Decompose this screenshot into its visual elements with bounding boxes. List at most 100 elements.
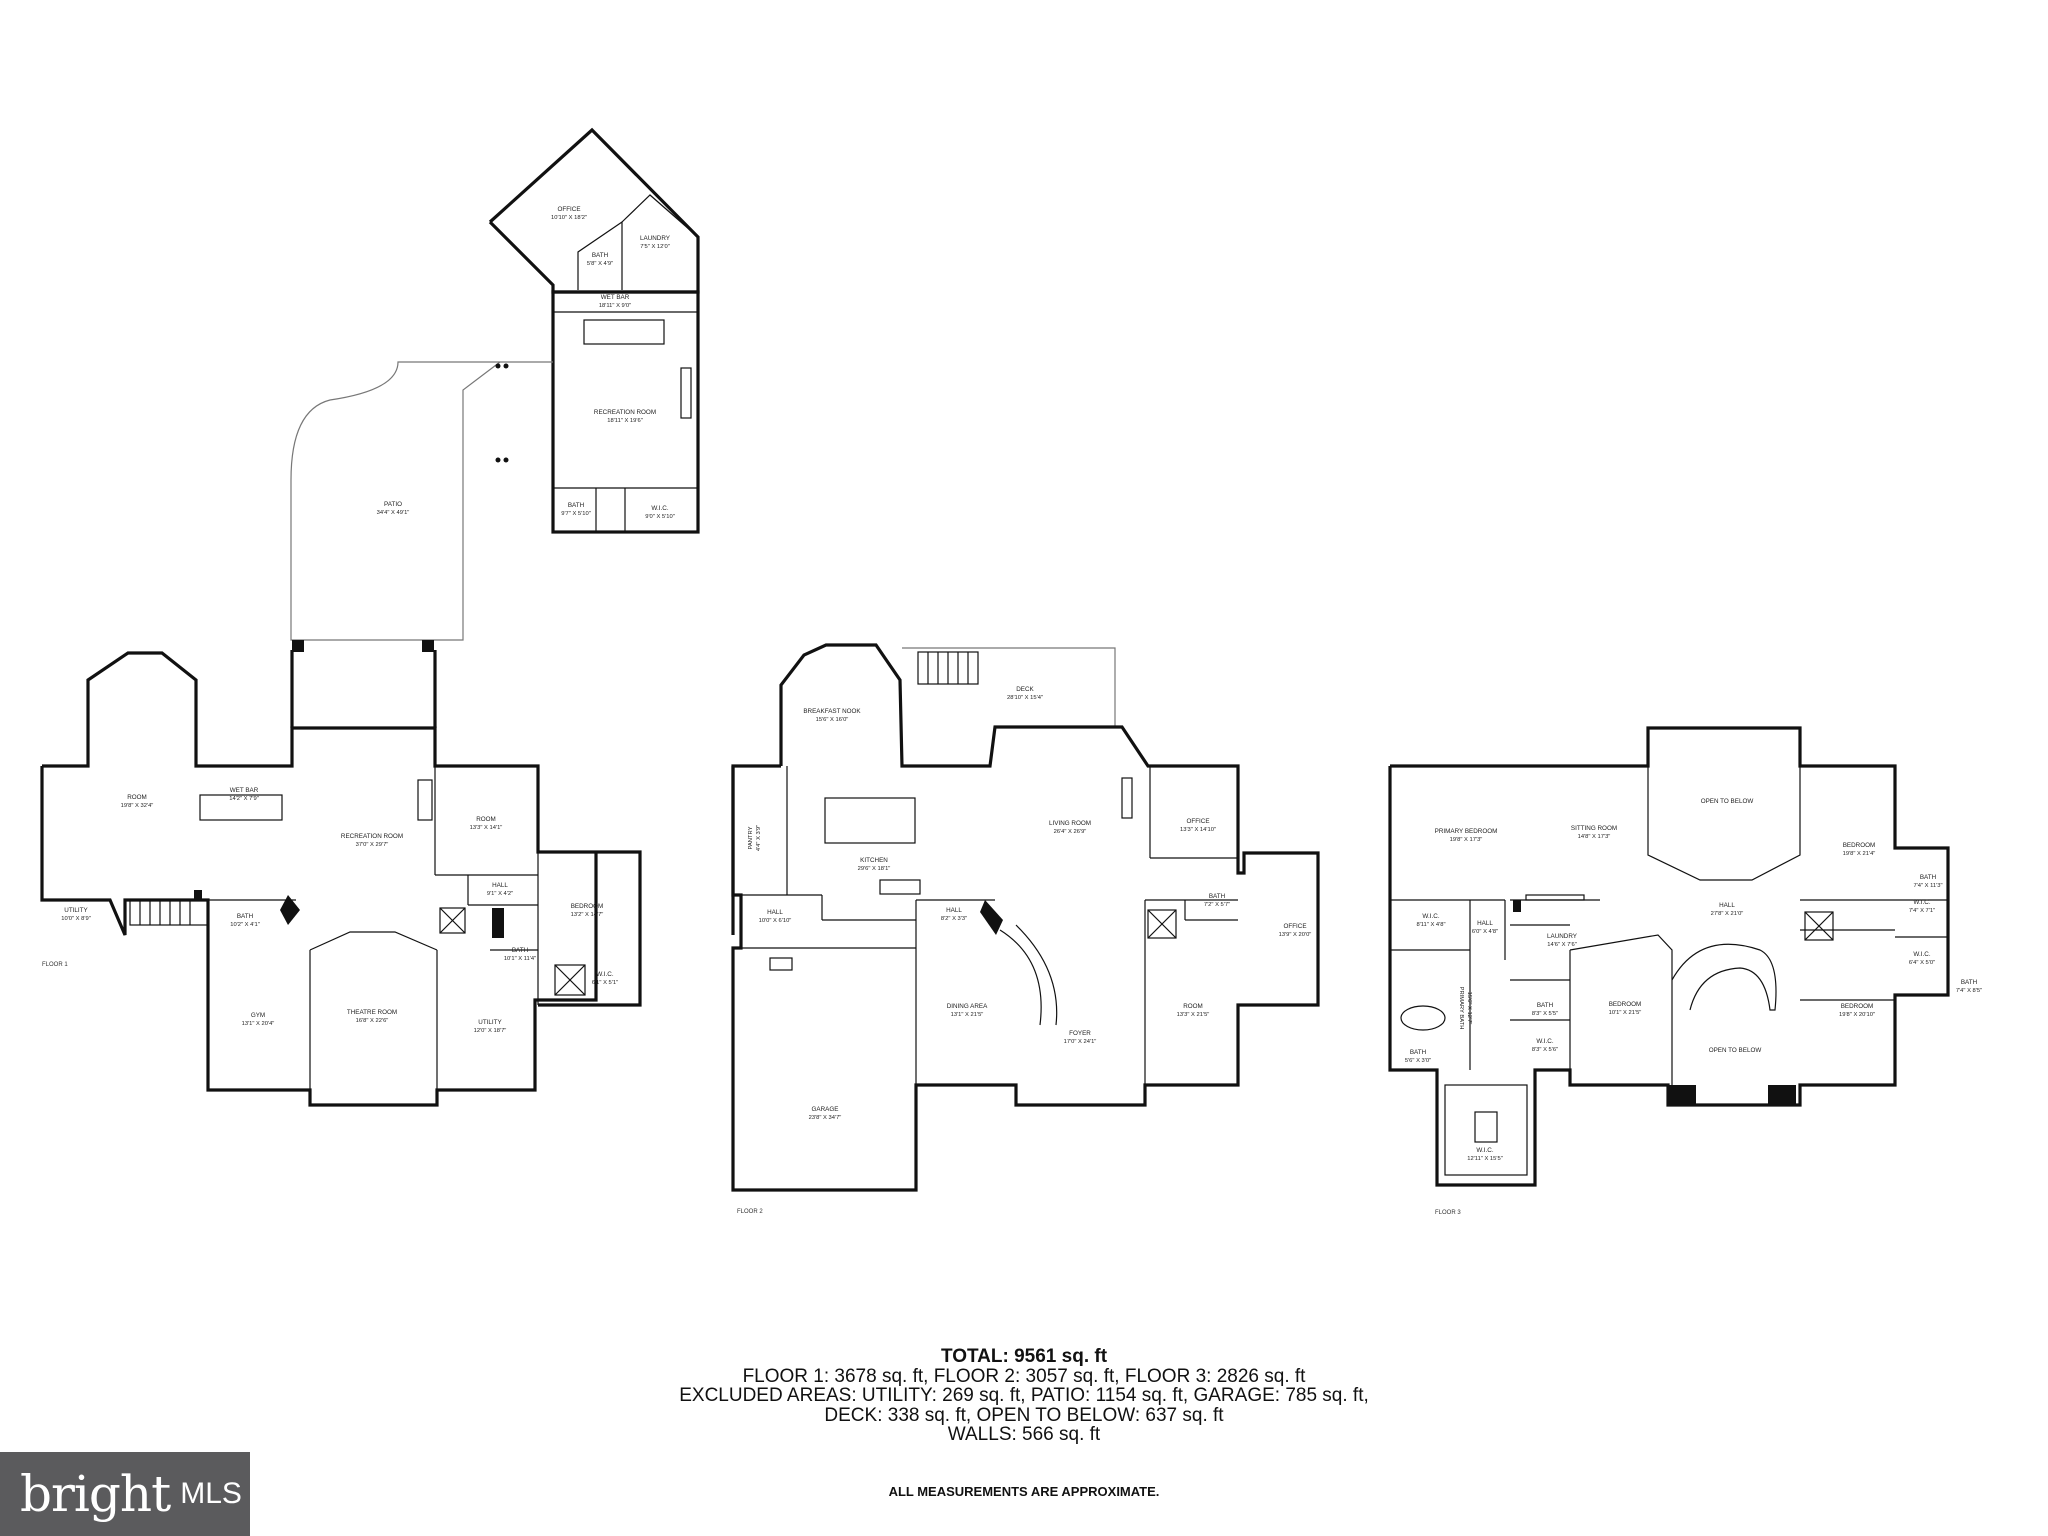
room-dims: 5'8" X 4'9" <box>587 261 613 267</box>
room-dims: 9'1" X 4'2" <box>487 891 513 897</box>
room-label: W.I.C. <box>1422 913 1439 920</box>
room-dims: 7'4" X 8'5" <box>1956 988 1982 994</box>
measurement-disclaimer: ALL MEASUREMENTS ARE APPROXIMATE. <box>888 1484 1160 1499</box>
room-dims: 7'4" X 11'3" <box>1913 883 1942 889</box>
room-dims: 14'2" X 7'9" <box>229 796 259 802</box>
room-label: BEDROOM <box>1609 1001 1642 1008</box>
room-dims: 18'11" X 9'0" <box>599 303 631 309</box>
room-label: LAUNDRY <box>1547 933 1578 940</box>
room-dims: 10'2" X 4'1" <box>230 922 260 928</box>
room-dims: 6'1" X 5'1" <box>592 980 618 986</box>
room-dims: 28'10" X 15'4" <box>1007 695 1043 701</box>
room-label: PANTRY <box>748 826 754 849</box>
room-label: BREAKFAST NOOK <box>803 708 861 715</box>
room-label: BATH <box>592 252 609 259</box>
floor-2-walls <box>731 643 1320 1192</box>
room-label: THEATRE ROOM <box>347 1009 397 1016</box>
room-label: RECREATION ROOM <box>341 833 403 840</box>
deck-outline <box>902 647 1116 727</box>
floor-3-plan: PRIMARY BEDROOM 19'8" X 17'3" SITTING RO… <box>1388 726 1982 1216</box>
room-label: WET BAR <box>230 787 259 794</box>
room-label: BATH <box>512 947 529 954</box>
room-dims: 17'0" X 24'1" <box>1064 1039 1097 1045</box>
room-dims: 13'3" X 21'5" <box>1177 1012 1210 1018</box>
room-dims: 5'6" X 3'0" <box>1405 1058 1431 1064</box>
floor-3-walls <box>1388 726 1950 1187</box>
room-dims: 23'8" X 34'7" <box>809 1115 842 1121</box>
floor-1-walls <box>40 651 642 1107</box>
room-label: BATH <box>568 502 585 509</box>
room-dims: 13'1" X 21'5" <box>951 1012 984 1018</box>
room-label: UTILITY <box>478 1019 502 1026</box>
room-dims: 9'7" X 5'10" <box>561 511 591 517</box>
room-label: BATH <box>1410 1049 1427 1056</box>
total-area: TOTAL: 9561 sq. ft <box>940 1346 1108 1367</box>
room-dims: 15'6" X 12'7" <box>1466 992 1472 1025</box>
room-label: BATH <box>1209 893 1226 900</box>
room-label: PRIMARY BATH <box>1458 987 1464 1030</box>
room-label: OFFICE <box>1283 923 1306 930</box>
room-dims: 19'8" X 21'4" <box>1843 851 1876 857</box>
room-label: LAUNDRY <box>640 235 671 242</box>
room-dims: 37'0" X 29'7" <box>356 842 389 848</box>
room-dims: 8'3" X 5'5" <box>1532 1011 1558 1017</box>
room-label: ROOM <box>476 816 496 823</box>
room-label: W.I.C. <box>1913 899 1930 906</box>
room-label: LIVING ROOM <box>1049 820 1091 827</box>
room-label: W.I.C. <box>1536 1038 1553 1045</box>
room-label: BATH <box>1920 874 1937 881</box>
room-label: HALL <box>1719 902 1735 909</box>
room-dims: 9'0" X 5'10" <box>645 514 675 520</box>
room-dims: 13'3" X 14'10" <box>1180 827 1216 833</box>
room-dims: 12'11" X 15'5" <box>1467 1156 1503 1162</box>
room-label: BEDROOM <box>1843 842 1876 849</box>
room-dims: 10'10" X 18'2" <box>551 215 587 221</box>
room-dims: 26'4" X 26'9" <box>1054 829 1087 835</box>
floor-1-stairs <box>129 899 209 926</box>
room-label: UTILITY <box>64 907 88 914</box>
room-dims: 13'3" X 14'1" <box>470 825 503 831</box>
room-dims: 34'4" X 49'1" <box>377 510 410 516</box>
excluded-areas-cont: DECK: 338 sq. ft, OPEN TO BELOW: 637 sq.… <box>824 1404 1224 1426</box>
walls-area: WALLS: 566 sq. ft <box>947 1424 1101 1445</box>
room-label: BEDROOM <box>1841 1003 1874 1010</box>
room-label: OFFICE <box>1186 818 1209 825</box>
room-label: HALL <box>1477 920 1493 927</box>
room-label: HALL <box>492 882 508 889</box>
area-summary: TOTAL: 9561 sq. ft FLOOR 1: 3678 sq. ft,… <box>0 1347 2048 1445</box>
room-dims: 6'0" X 4'8" <box>1472 929 1498 935</box>
room-dims: 13'2" X 14'7" <box>571 912 604 918</box>
floor-label: FLOOR 1 <box>42 962 68 968</box>
room-dims: 4'4" X 3'9" <box>756 825 762 851</box>
room-dims: 8'2" X 3'3" <box>941 916 967 922</box>
floor-label: FLOOR 2 <box>737 1209 763 1215</box>
room-label: GARAGE <box>812 1106 839 1113</box>
bright-mls-logo: bright MLS <box>0 1452 250 1536</box>
floor-label: FLOOR 3 <box>1435 1210 1461 1216</box>
room-label: BATH <box>1537 1002 1554 1009</box>
room-label: FOYER <box>1069 1030 1091 1037</box>
room-dims: 19'8" X 17'3" <box>1450 837 1483 843</box>
room-label: OFFICE <box>557 206 580 213</box>
room-label: KITCHEN <box>860 857 888 864</box>
room-dims: 10'0" X 8'9" <box>61 916 91 922</box>
room-dims: 29'6" X 18'1" <box>858 866 891 872</box>
room-dims: 27'8" X 21'0" <box>1711 911 1744 917</box>
room-label: RECREATION ROOM <box>594 409 656 416</box>
room-label: ROOM <box>127 794 147 801</box>
room-dims: 14'8" X 17'3" <box>1578 834 1611 840</box>
logo-mls: MLS <box>180 1477 242 1510</box>
floor-1-plan: OFFICE 10'10" X 18'2" LAUNDRY 7'5" X 12'… <box>40 127 700 1107</box>
room-label: W.I.C. <box>651 505 668 512</box>
room-dims: 10'1" X 11'4" <box>504 956 536 962</box>
room-dims: 16'8" X 22'6" <box>356 1018 389 1024</box>
room-label: W.I.C. <box>596 971 613 978</box>
room-label: DECK <box>1016 686 1034 693</box>
room-dims: 8'11" X 4'8" <box>1416 922 1445 928</box>
floor-areas: FLOOR 1: 3678 sq. ft, FLOOR 2: 3057 sq. … <box>742 1365 1306 1387</box>
room-label: PATIO <box>384 501 402 508</box>
room-label: SITTING ROOM <box>1571 825 1617 832</box>
room-label: HALL <box>946 907 962 914</box>
room-dims: 18'11" X 19'6" <box>607 418 643 424</box>
